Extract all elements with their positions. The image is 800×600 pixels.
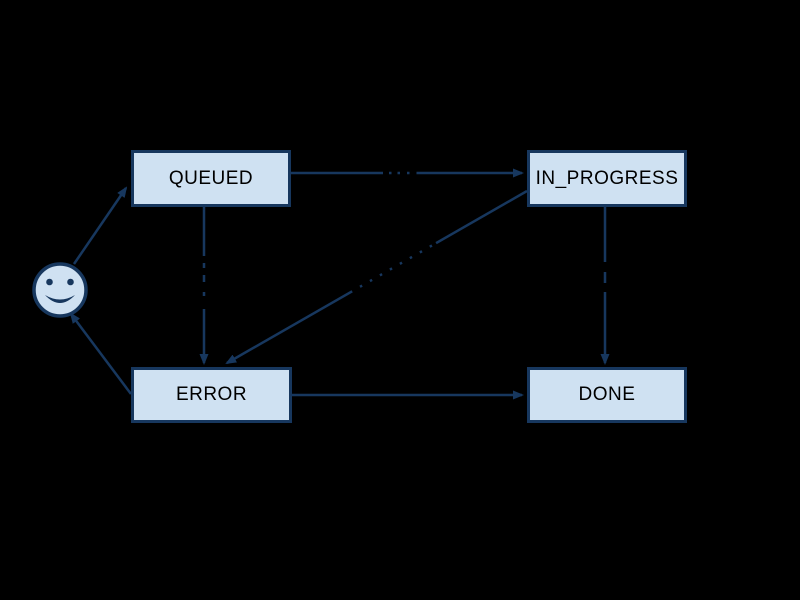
edge-error-to-start <box>69 312 132 395</box>
edge-label-mask-diagonal <box>349 238 439 296</box>
node-queued: QUEUED <box>131 150 291 207</box>
node-in-progress: IN_PROGRESS <box>527 150 687 207</box>
node-in-progress-label: IN_PROGRESS <box>535 167 679 189</box>
node-queued-label: QUEUED <box>168 167 254 189</box>
node-error: ERROR <box>131 367 292 423</box>
node-done: DONE <box>527 367 687 423</box>
node-done-label: DONE <box>578 384 636 405</box>
smiley-face-icon <box>32 262 88 318</box>
edge-label-masks <box>197 166 612 309</box>
edge-start-to-queued <box>72 186 128 265</box>
node-error-label: ERROR <box>175 384 248 405</box>
